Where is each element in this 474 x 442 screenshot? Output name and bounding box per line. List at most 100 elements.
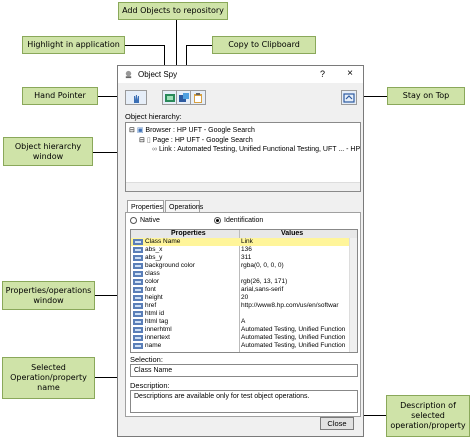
property-value: 136 <box>241 246 252 253</box>
hand-pointer-button[interactable] <box>125 90 147 105</box>
page-icon: ▯ <box>146 137 151 144</box>
table-row[interactable]: abs_y 311 <box>131 254 357 262</box>
property-value: A <box>241 318 246 325</box>
description-field[interactable]: Descriptions are available only for test… <box>130 390 358 413</box>
property-name: abs_y <box>145 254 163 261</box>
close-window-button[interactable]: × <box>347 68 353 79</box>
arrow-stay <box>360 96 387 97</box>
property-icon <box>133 255 143 261</box>
property-icon <box>133 263 143 269</box>
selection-label: Selection: <box>130 355 163 364</box>
property-icon <box>133 247 143 253</box>
property-value: 20 <box>241 294 249 301</box>
hand-pointer-icon <box>134 94 139 103</box>
hierarchy-label: Object hierarchy: <box>125 112 182 121</box>
highlight-button[interactable] <box>162 90 178 105</box>
tree-item-page[interactable]: ⊟ ▯ Page : HP UFT - Google Search <box>139 137 253 144</box>
callout-selected-name: Selected Operation/property name <box>2 357 95 399</box>
callout-stay-on-top: Stay on Top <box>387 87 465 105</box>
table-row[interactable]: height 20 <box>131 294 357 302</box>
column-divider <box>239 230 240 352</box>
arrow-selected <box>95 377 124 378</box>
property-name: html id <box>145 310 165 317</box>
property-icon <box>133 279 143 285</box>
link-icon: ∞ <box>152 146 157 153</box>
object-hierarchy-tree[interactable]: ⊟ ▣ Browser : HP UFT - Google Search ⊟ ▯… <box>125 122 361 192</box>
property-icon <box>133 303 143 309</box>
collapse-icon: ⊟ <box>139 137 145 144</box>
close-button[interactable]: Close <box>320 417 354 430</box>
callout-properties-window: Properties/operations window <box>2 281 95 310</box>
property-value: Automated Testing, Unified Function <box>241 342 346 349</box>
identification-radio[interactable]: Identification <box>214 217 263 224</box>
property-name: innertext <box>145 334 170 341</box>
tree-item-link[interactable]: ∞ Link : Automated Testing, Unified Func… <box>152 146 361 153</box>
property-name: height <box>145 294 163 301</box>
table-row[interactable]: font arial,sans-serif <box>131 286 357 294</box>
clipboard-icon <box>194 92 202 103</box>
callout-add-objects: Add Objects to repository <box>118 2 228 20</box>
property-icon <box>133 271 143 277</box>
property-name: name <box>145 342 162 349</box>
table-row[interactable]: background color rgba(0, 0, 0, 0) <box>131 262 357 270</box>
property-value: rgba(0, 0, 0, 0) <box>241 262 284 269</box>
help-button[interactable]: ? <box>319 69 325 79</box>
property-name: href <box>145 302 157 309</box>
radio-dot <box>214 217 221 224</box>
property-value: 311 <box>241 254 252 261</box>
callout-description: Description of selected operation/proper… <box>386 395 470 437</box>
property-name: background color <box>145 262 195 269</box>
property-value: arial,sans-serif <box>241 286 284 293</box>
selection-field[interactable]: Class Name <box>130 364 358 377</box>
property-name: html tag <box>145 318 169 325</box>
arrow-description <box>354 415 386 416</box>
property-value: rgb(26, 13, 171) <box>241 278 288 285</box>
table-row[interactable]: html tag A <box>131 318 357 326</box>
native-radio[interactable]: Native <box>130 217 160 224</box>
grid-scrollbar[interactable] <box>349 238 357 352</box>
arrow-hierarchy <box>93 152 124 153</box>
highlight-icon <box>165 93 175 102</box>
header-properties: Properties <box>171 230 206 237</box>
object-spy-window: Object Spy ? × Object hierarchy: ⊟ ▣ Bro… <box>117 65 364 437</box>
property-icon <box>133 287 143 293</box>
property-value: Link <box>241 238 253 245</box>
tab-operations[interactable]: Operations <box>165 200 203 213</box>
property-value: http://www8.hp.com/us/en/softwar <box>241 302 339 309</box>
property-name: font <box>145 286 156 293</box>
property-name: innerhtml <box>145 326 172 333</box>
tree-item-browser[interactable]: ⊟ ▣ Browser : HP UFT - Google Search <box>129 127 255 134</box>
tab-properties[interactable]: Properties <box>127 200 164 214</box>
arrow-add-objects <box>176 20 177 92</box>
property-name: class <box>145 270 160 277</box>
table-row[interactable]: name Automated Testing, Unified Function <box>131 342 357 350</box>
table-row[interactable]: html id <box>131 310 357 318</box>
property-value: Automated Testing, Unified Function <box>241 326 346 333</box>
callout-highlight: Highlight in application <box>22 36 125 54</box>
property-icon <box>133 327 143 333</box>
window-title: Object Spy <box>138 70 178 79</box>
table-row[interactable]: class <box>131 270 357 278</box>
table-row[interactable]: innerhtml Automated Testing, Unified Func… <box>131 326 357 334</box>
callout-object-hierarchy: Object hierarchy window <box>3 137 93 166</box>
property-name: color <box>145 278 160 285</box>
property-icon <box>133 319 143 325</box>
arrow-properties <box>95 295 124 296</box>
title-bar: Object Spy ? × <box>118 66 363 83</box>
description-label: Description: <box>130 381 170 390</box>
property-icon <box>133 343 143 349</box>
table-row[interactable]: color rgb(26, 13, 171) <box>131 278 357 286</box>
copy-clipboard-button[interactable] <box>190 90 206 105</box>
collapse-icon: ⊟ <box>129 127 135 134</box>
spy-icon <box>125 70 132 79</box>
arrow-copy <box>186 45 212 46</box>
stay-on-top-button[interactable] <box>341 90 357 105</box>
browser-icon: ▣ <box>136 127 144 134</box>
arrow-highlight <box>125 45 165 46</box>
table-row[interactable]: href http://www8.hp.com/us/en/softwar <box>131 302 357 310</box>
hierarchy-scrollbar[interactable] <box>126 182 360 191</box>
